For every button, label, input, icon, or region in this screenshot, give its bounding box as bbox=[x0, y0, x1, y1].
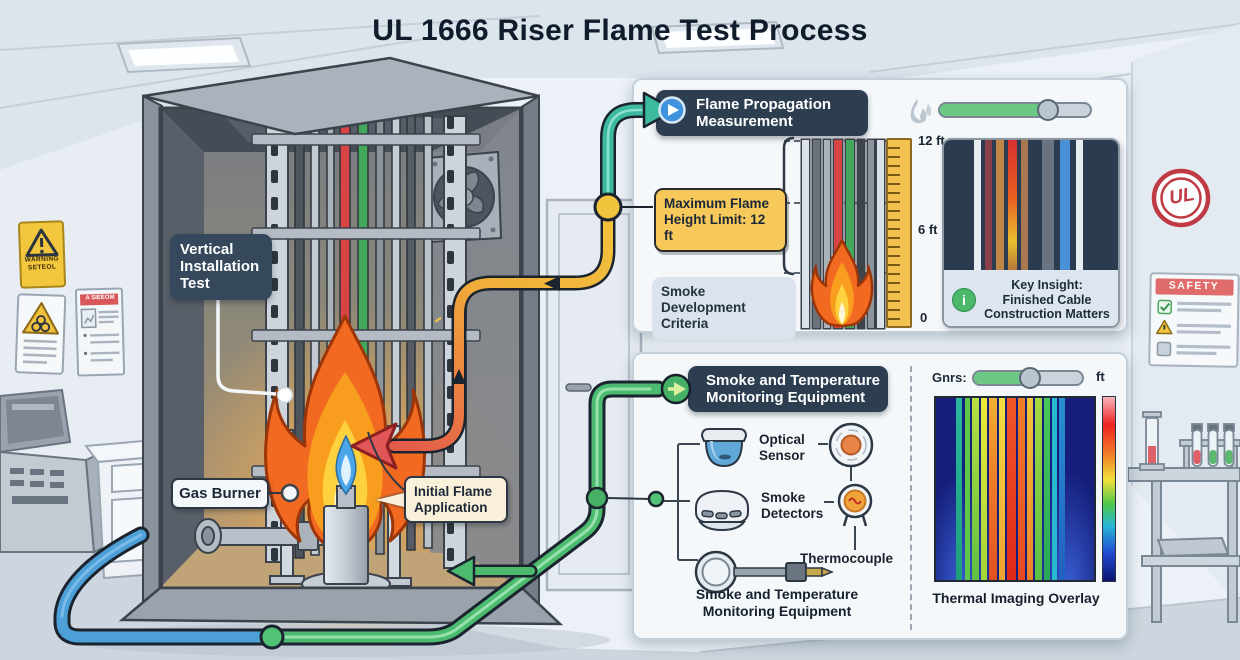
max-flame-height-callout: Maximum Flame Height Limit: 12 ft bbox=[654, 188, 787, 252]
ventilation-fan-icon bbox=[425, 150, 503, 244]
thermal-slider[interactable] bbox=[972, 367, 1084, 389]
slider-handle[interactable] bbox=[1037, 99, 1059, 121]
thermal-imaging-view bbox=[934, 396, 1096, 582]
blue-pipe bbox=[53, 526, 281, 646]
ruler-tick-12ft: 12 ft bbox=[918, 133, 945, 148]
flame-glyph-icon bbox=[910, 99, 932, 124]
ruler-tick-0: 0 bbox=[920, 310, 928, 325]
poster-header-text: A SIEEOM bbox=[85, 294, 115, 302]
slider-fill bbox=[974, 372, 1031, 384]
lab-bench bbox=[1127, 467, 1240, 623]
mini-flame-icon bbox=[810, 238, 874, 327]
console-machine bbox=[0, 388, 112, 554]
height-ruler bbox=[886, 138, 912, 328]
monitoring-panel: Smoke and Temperature Monitoring Equipme… bbox=[632, 352, 1128, 640]
thermal-slider-unit: ft bbox=[1096, 369, 1105, 384]
flame-icon bbox=[264, 314, 426, 555]
chamber-floor bbox=[160, 542, 522, 588]
door bbox=[545, 198, 643, 592]
green-node bbox=[259, 624, 285, 650]
safety-header-text: SAFETY bbox=[1168, 279, 1220, 293]
key-insight-caption: i Key Insight: Finished Cable Constructi… bbox=[944, 270, 1118, 326]
ruler-tick-6ft: 6 ft bbox=[918, 222, 938, 237]
red-arrowhead-icon bbox=[350, 422, 398, 470]
test-chamber bbox=[118, 56, 564, 653]
door-handle-icon bbox=[565, 383, 592, 392]
slider-fill bbox=[940, 104, 1048, 116]
green-arrowhead-icon bbox=[446, 555, 476, 587]
label-connectors bbox=[216, 297, 405, 503]
mini-cable-diagram bbox=[800, 140, 884, 328]
optical-sensor-label: Optical Sensor bbox=[759, 432, 805, 463]
warning-sign-text: WARNING SETEOL bbox=[24, 255, 60, 272]
yellow-red-pipe bbox=[350, 192, 653, 470]
smoke-criteria-callout: Smoke Development Criteria bbox=[652, 277, 796, 340]
chamber-roof bbox=[142, 56, 540, 136]
warning-triangle-icon bbox=[1156, 319, 1173, 335]
test-tubes-icon bbox=[1191, 423, 1235, 467]
warning-triangle-icon bbox=[25, 228, 59, 258]
flow-arrow-icon bbox=[452, 369, 466, 384]
vertical-installation-label: Vertical Installation Test bbox=[170, 234, 272, 301]
gas-pipe bbox=[194, 518, 324, 554]
biohazard-sign bbox=[14, 293, 67, 375]
thermocouple-label: Thermocouple bbox=[800, 551, 894, 566]
flame-panel-header-label: Flame Propagation Measurement bbox=[696, 95, 832, 130]
gas-burner-label: Gas Burner bbox=[171, 478, 269, 509]
key-insight-card: i Key Insight: Finished Cable Constructi… bbox=[942, 138, 1120, 328]
glassware-icons bbox=[1139, 411, 1240, 471]
initial-flame-label: Initial Flame Application bbox=[404, 476, 508, 524]
flame-progress-slider[interactable] bbox=[938, 99, 1092, 121]
fan-dashed-line bbox=[403, 245, 465, 346]
flow-arrow-icon bbox=[544, 276, 560, 291]
red-cable bbox=[339, 107, 351, 561]
optical-sensor-icon bbox=[700, 428, 748, 468]
notice-poster bbox=[74, 287, 126, 377]
flame-panel-header: Flame Propagation Measurement bbox=[656, 90, 868, 136]
finished-cable-image bbox=[944, 140, 1118, 270]
monitoring-panel-header-label: Smoke and Temperature Monitoring Equipme… bbox=[706, 371, 880, 406]
cable-ties bbox=[251, 133, 481, 478]
check-icon bbox=[1157, 299, 1173, 315]
slider-handle[interactable] bbox=[1019, 367, 1042, 389]
yellow-node bbox=[593, 192, 623, 222]
key-insight-text: Key Insight: Finished Cable Construction… bbox=[984, 278, 1110, 322]
left-wall bbox=[0, 118, 150, 610]
chamber-right-pillar bbox=[519, 94, 540, 615]
square-icon bbox=[1156, 341, 1172, 357]
thermal-slider-label: Gnrs: bbox=[932, 370, 967, 385]
panel-divider bbox=[910, 366, 912, 630]
biohazard-triangle-icon bbox=[22, 302, 59, 335]
detector-top-view-icon bbox=[828, 422, 874, 468]
pilot-flame-icon bbox=[335, 434, 357, 496]
red-liquid bbox=[1148, 446, 1156, 464]
monitoring-panel-header: Smoke and Temperature Monitoring Equipme… bbox=[688, 366, 888, 412]
monitoring-caption: Smoke and Temperature Monitoring Equipme… bbox=[695, 586, 859, 619]
green-cable bbox=[357, 109, 369, 561]
ul-logo-text: UL bbox=[1167, 183, 1197, 210]
flame-propagation-panel: Flame Propagation Measurement bbox=[632, 78, 1128, 340]
ceiling-light-icon bbox=[1146, 50, 1240, 84]
info-icon: i bbox=[952, 288, 976, 312]
chamber-left-pillar bbox=[142, 94, 163, 604]
green-node bbox=[585, 486, 609, 510]
thermal-caption: Thermal Imaging Overlay bbox=[932, 590, 1100, 606]
smoke-detectors-label: Smoke Detectors bbox=[761, 490, 824, 521]
right-wall bbox=[1132, 24, 1240, 606]
smoke-detector-icon bbox=[695, 489, 749, 532]
chamber-base bbox=[118, 586, 564, 626]
thermal-color-scale bbox=[1102, 396, 1116, 582]
gas-burner-icon bbox=[288, 434, 404, 602]
page-title: UL 1666 Riser Flame Test Process bbox=[372, 14, 868, 47]
